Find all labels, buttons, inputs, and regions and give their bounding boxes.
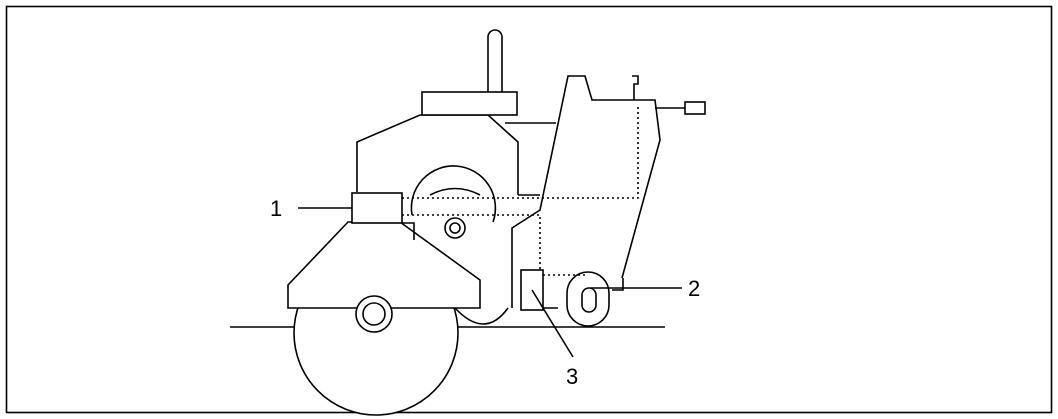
handle-frame [511, 75, 706, 309]
drive-pulley [410, 165, 497, 239]
rear-wheel [566, 271, 610, 327]
cable-routing [402, 106, 639, 276]
figure-frame [5, 5, 1053, 414]
engine-body [356, 114, 556, 196]
callout-label-3: 3 [566, 364, 578, 389]
callout-label-1: 1 [270, 196, 282, 221]
front-wheel [355, 295, 393, 333]
callout-label-2: 2 [688, 276, 700, 301]
component-1-box [351, 192, 415, 240]
blade-guard [287, 221, 481, 309]
middle-wheel [454, 307, 509, 325]
exhaust-assembly [421, 29, 518, 116]
leader-line-3 [531, 289, 574, 358]
